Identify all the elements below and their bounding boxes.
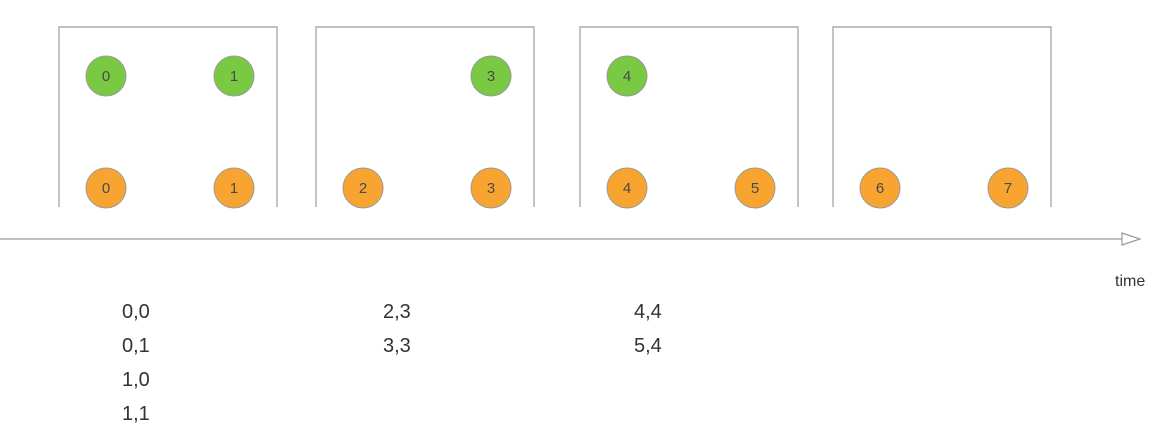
orange-circle-label: 1 <box>230 180 238 197</box>
orange-circle <box>85 167 127 209</box>
window-frame <box>832 26 1052 207</box>
orange-element: 1 <box>213 167 255 209</box>
green-circle <box>213 55 255 97</box>
pairs-layer: 0,0 0,1 1,0 1,1 2,3 3,3 4,4 5,4 <box>122 301 662 425</box>
green-element: 3 <box>470 55 512 97</box>
joined-pair-label: 1,0 <box>122 369 150 391</box>
window-0: 0 1 0 1 <box>58 26 278 209</box>
orange-circle <box>987 167 1029 209</box>
window-2: 4 4 5 <box>579 26 799 209</box>
green-circle-label: 4 <box>623 68 631 85</box>
orange-circle-label: 4 <box>623 180 631 197</box>
orange-element: 3 <box>470 167 512 209</box>
green-circle <box>606 55 648 97</box>
window-frame <box>579 26 799 207</box>
green-element: 4 <box>606 55 648 97</box>
window-frame <box>315 26 535 207</box>
orange-circle <box>213 167 255 209</box>
joined-pair-label: 3,3 <box>383 335 411 357</box>
joined-pair-label: 1,1 <box>122 403 150 425</box>
orange-circle-label: 7 <box>1004 180 1012 197</box>
orange-element: 6 <box>859 167 901 209</box>
orange-circle-label: 5 <box>751 180 759 197</box>
orange-circle <box>859 167 901 209</box>
time-axis-arrow-icon <box>1121 232 1142 246</box>
green-circle-label: 0 <box>102 68 110 85</box>
joined-pair-label: 0,1 <box>122 335 150 357</box>
orange-element: 0 <box>85 167 127 209</box>
orange-circle <box>734 167 776 209</box>
orange-circle-label: 2 <box>359 180 367 197</box>
time-axis-label: time <box>1115 273 1145 290</box>
orange-element: 2 <box>342 167 384 209</box>
orange-circle-label: 3 <box>487 180 495 197</box>
orange-element: 7 <box>987 167 1029 209</box>
window-1: 3 2 3 <box>315 26 535 209</box>
orange-circle-label: 6 <box>876 180 884 197</box>
green-circle <box>85 55 127 97</box>
joined-pair-label: 2,3 <box>383 301 411 323</box>
green-circle-label: 1 <box>230 68 238 85</box>
orange-element: 4 <box>606 167 648 209</box>
window-frame <box>58 26 278 207</box>
green-element: 1 <box>213 55 255 97</box>
orange-circle <box>470 167 512 209</box>
joined-pair-label: 4,4 <box>634 301 662 323</box>
green-element: 0 <box>85 55 127 97</box>
joined-pair-label: 0,0 <box>122 301 150 323</box>
green-circle-label: 3 <box>487 68 495 85</box>
joined-pair-label: 5,4 <box>634 335 662 357</box>
orange-circle-label: 0 <box>102 180 110 197</box>
orange-circle <box>606 167 648 209</box>
orange-circle <box>342 167 384 209</box>
orange-element: 5 <box>734 167 776 209</box>
green-circle <box>470 55 512 97</box>
